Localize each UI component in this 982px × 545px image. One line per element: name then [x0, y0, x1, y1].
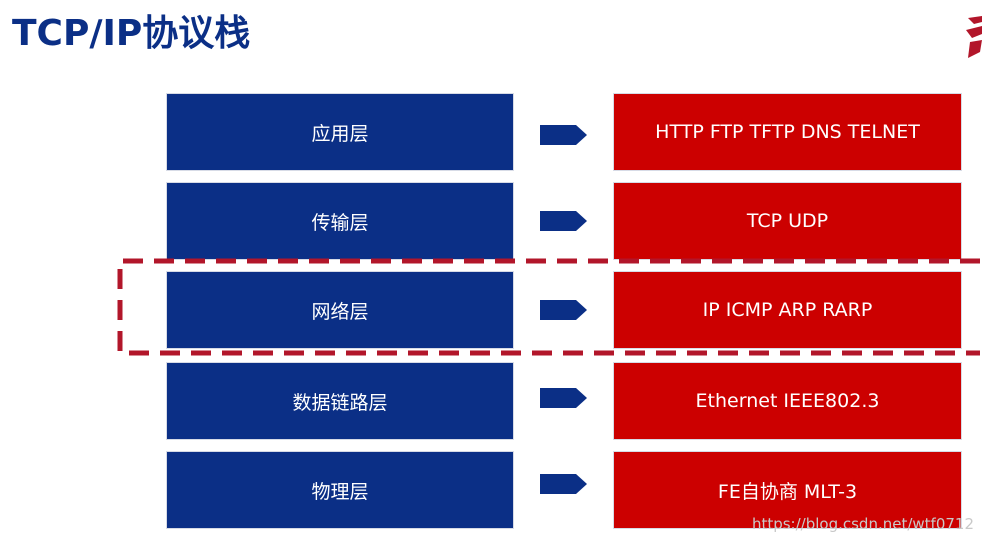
layer-label: 应用层	[311, 122, 369, 145]
right-arrow-icon	[540, 125, 587, 145]
protocol-label: HTTP FTP TFTP DNS TELNET	[655, 121, 920, 143]
watermark: https://blog.csdn.net/wtf0712	[751, 515, 974, 533]
layer-box-data-link: 数据链路层	[166, 362, 514, 440]
layer-box-physical: 物理层	[166, 451, 514, 529]
right-arrow-icon	[540, 300, 587, 320]
logo-mark-icon	[966, 16, 982, 58]
layer-label: 物理层	[311, 480, 369, 503]
protocol-box-transport: TCP UDP	[613, 182, 962, 260]
protocol-label: IP ICMP ARP RARP	[702, 299, 873, 321]
layer-box-application: 应用层	[166, 93, 514, 171]
page-title: TCP/IP协议栈	[12, 13, 251, 54]
right-arrow-icon	[540, 211, 587, 231]
layer-label: 传输层	[311, 211, 369, 234]
protocol-label: Ethernet IEEE802.3	[695, 390, 880, 412]
protocol-box-physical: FE自协商 MLT-3	[613, 451, 962, 529]
layer-box-transport: 传输层	[166, 182, 514, 260]
protocol-label: TCP UDP	[746, 210, 829, 232]
protocol-box-network: IP ICMP ARP RARP	[613, 271, 962, 349]
right-arrow-icon	[540, 474, 587, 494]
protocol-box-application: HTTP FTP TFTP DNS TELNET	[613, 93, 962, 171]
protocol-box-data-link: Ethernet IEEE802.3	[613, 362, 962, 440]
layer-box-network: 网络层	[166, 271, 514, 349]
right-arrow-icon	[540, 388, 587, 408]
protocol-label: FE自协商 MLT-3	[717, 480, 858, 503]
layer-label: 数据链路层	[292, 391, 388, 414]
layer-label: 网络层	[311, 300, 369, 323]
